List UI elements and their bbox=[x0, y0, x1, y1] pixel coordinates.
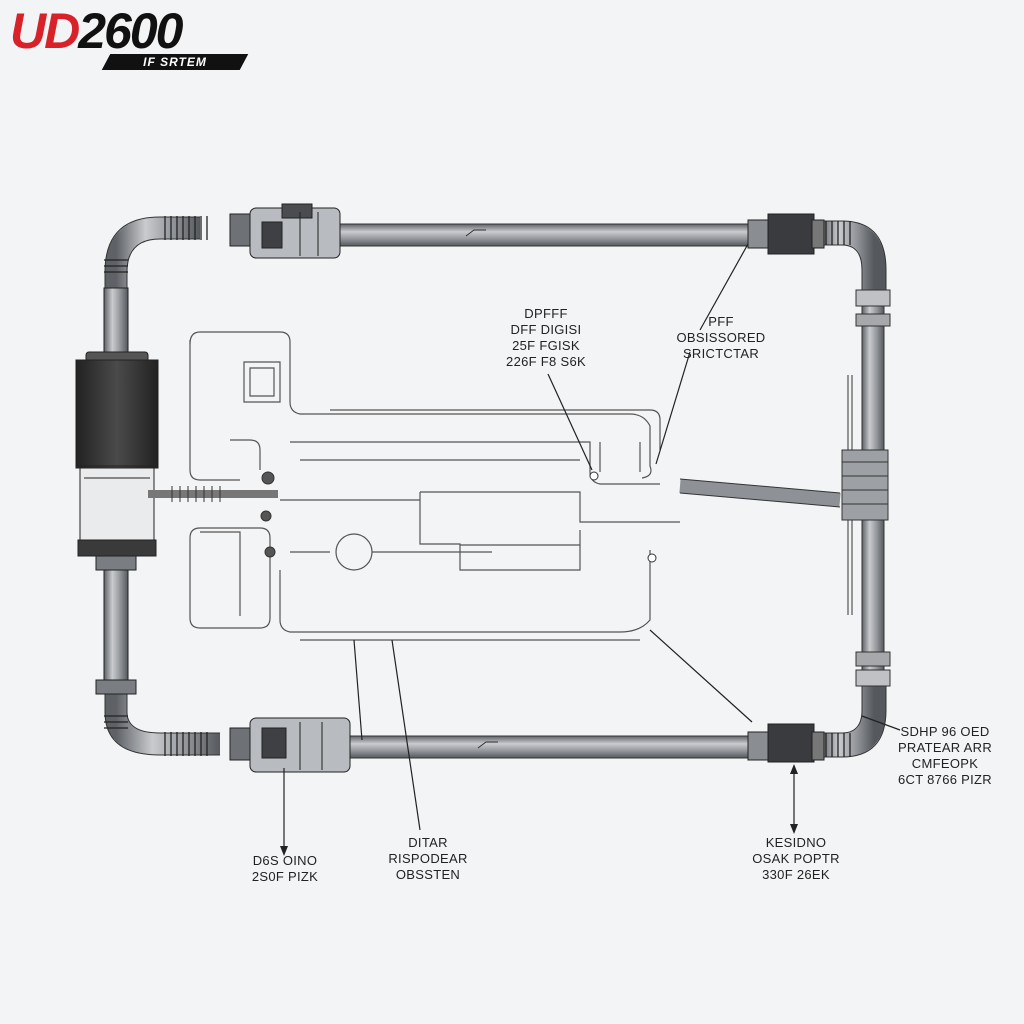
callout-center-line1: DPFFF bbox=[524, 306, 568, 321]
callout-bottom-center-line3: OBSSTEN bbox=[395, 867, 461, 882]
engine-block-outline bbox=[189, 331, 680, 641]
coupler-bottom-left bbox=[229, 717, 351, 773]
coupler-top-left bbox=[229, 203, 341, 259]
callout-bottom-left-line1: D6S OINO bbox=[252, 853, 318, 868]
callout-center: DPFFF DFF DIGISI 25F FGISK 226F F8 S6K bbox=[486, 306, 606, 370]
logo-red-text: UD bbox=[10, 3, 80, 59]
callout-right-line4: 6CT 8766 PIZR bbox=[898, 772, 992, 787]
logo-black-text: 2600 bbox=[78, 3, 183, 59]
bottom-left-elbow bbox=[105, 690, 220, 755]
callout-bottom-right-line1: KESIDNO bbox=[765, 835, 827, 850]
dpf-canister bbox=[75, 287, 159, 695]
coupler-bottom-right bbox=[747, 723, 825, 763]
callout-right-line3: CMFEOPK bbox=[911, 756, 979, 771]
corrugated-sections bbox=[104, 216, 851, 757]
bottom-right-elbow bbox=[820, 680, 886, 757]
callout-bottom-center-line1: DITAR bbox=[408, 835, 448, 850]
callout-center-line3: 25F FGISK bbox=[512, 338, 580, 353]
brand-logo: UD2600 bbox=[10, 2, 183, 60]
callout-upper-right-line3: SRICTCTAR bbox=[682, 346, 760, 361]
arrowheads bbox=[280, 764, 798, 856]
callout-bottom-center: DITAR RISPODEAR OBSSTEN bbox=[368, 835, 488, 883]
exhaust-pipe-loop bbox=[105, 217, 886, 757]
top-left-elbow bbox=[105, 217, 200, 300]
leader-lines bbox=[283, 243, 901, 852]
callout-upper-right: PFF OBSISSORED SRICTCTAR bbox=[656, 314, 786, 362]
top-right-elbow bbox=[820, 221, 886, 300]
right-vertical-pipe bbox=[841, 289, 891, 687]
callout-right: SDHP 96 OED PRATEAR ARR CMFEOPK 6CT 8766… bbox=[880, 724, 1010, 788]
callout-upper-right-line1: PFF bbox=[708, 314, 734, 329]
callout-upper-right-line2: OBSISSORED bbox=[676, 330, 766, 345]
callout-bottom-center-line2: RISPODEAR bbox=[388, 851, 468, 866]
callout-bottom-left: D6S OINO 2S0F PIZK bbox=[230, 853, 340, 885]
callout-bottom-right-line2: OSAK POPTR bbox=[752, 851, 840, 866]
callout-bottom-left-line2: 2S0F PIZK bbox=[251, 869, 319, 884]
connector-hoses bbox=[148, 471, 841, 563]
callout-right-line2: PRATEAR ARR bbox=[897, 740, 993, 755]
callout-center-line2: DFF DIGISI bbox=[510, 322, 582, 337]
callout-bottom-right-line3: 330F 26EK bbox=[762, 867, 830, 882]
callout-bottom-right: KESIDNO OSAK POPTR 330F 26EK bbox=[736, 835, 856, 883]
callout-right-line1: SDHP 96 OED bbox=[900, 724, 990, 739]
coupler-top-right bbox=[747, 213, 825, 255]
callout-center-line4: 226F F8 S6K bbox=[506, 354, 586, 369]
